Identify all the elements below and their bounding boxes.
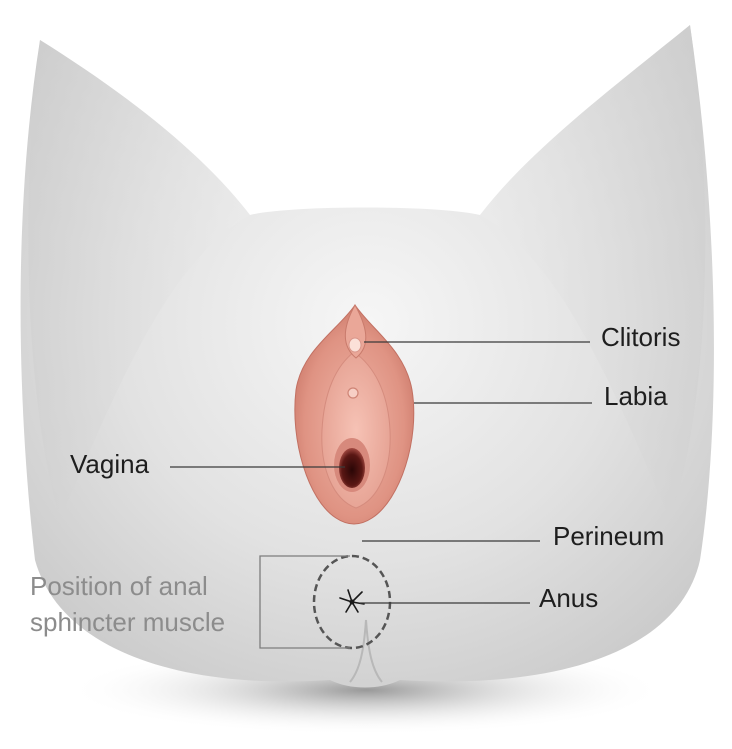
- sphincter-label-line1: Position of anal: [30, 571, 208, 601]
- sphincter-bracket: [259, 555, 350, 649]
- labia-label: Labia: [604, 381, 668, 411]
- perineum-label: Perineum: [553, 521, 665, 551]
- right-thigh-shading: [480, 25, 706, 520]
- anus-center: [349, 599, 355, 605]
- vagina-label: Vagina: [70, 449, 150, 479]
- urethral-opening: [347, 387, 359, 399]
- gluteal-cleft: [349, 619, 383, 683]
- clitoris-glans: [348, 337, 362, 353]
- sphincter-label-line2: sphincter muscle: [30, 607, 226, 637]
- left-thigh-shading: [28, 40, 251, 520]
- sphincter-label: Position of anal sphincter muscle: [30, 568, 225, 640]
- vaginal-opening: [339, 448, 365, 488]
- anus-label: Anus: [539, 583, 599, 613]
- sphincter-dashed-ring: [312, 554, 392, 650]
- clitoris-label: Clitoris: [601, 322, 681, 352]
